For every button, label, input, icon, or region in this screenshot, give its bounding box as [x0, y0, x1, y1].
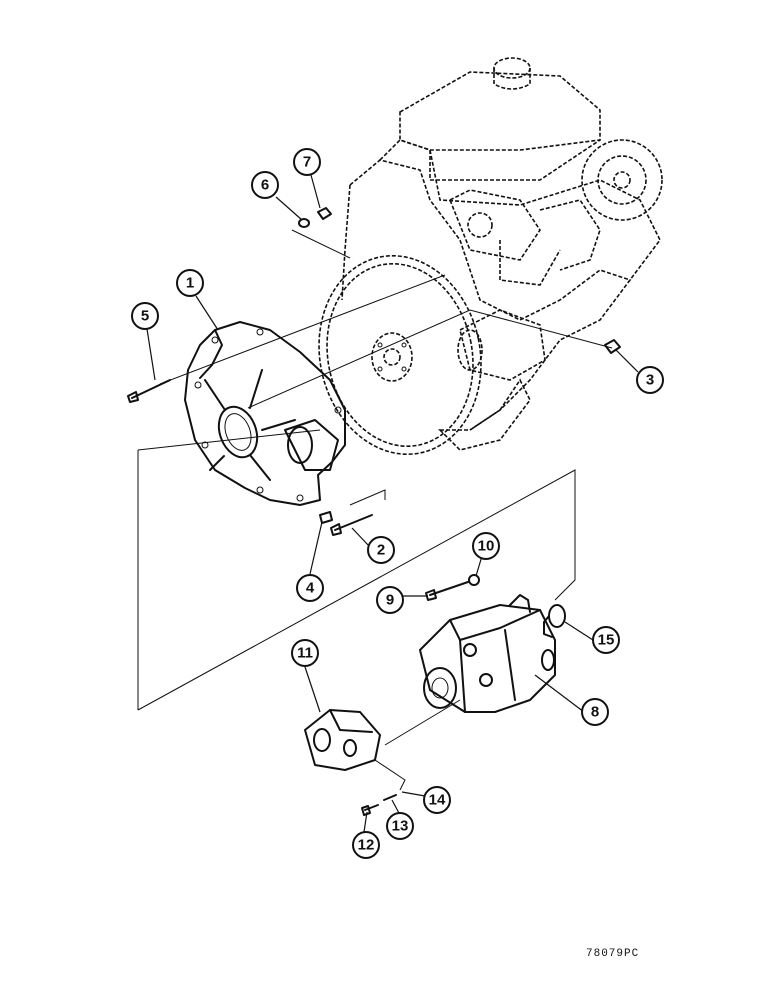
svg-text:6: 6 — [261, 177, 269, 194]
svg-text:1: 1 — [186, 275, 194, 292]
callout-13: 13 — [386, 812, 414, 840]
svg-text:13: 13 — [392, 818, 409, 835]
callout-15: 15 — [592, 626, 620, 654]
hydraulic-pump — [419, 594, 566, 713]
callout-10: 10 — [472, 532, 500, 560]
svg-text:15: 15 — [598, 632, 615, 649]
engine-phantom-outline — [318, 57, 663, 456]
flywheel-housing — [184, 321, 346, 506]
svg-text:7: 7 — [303, 154, 311, 171]
callout-6: 6 — [251, 171, 279, 199]
callout-11: 11 — [291, 639, 319, 667]
callout-8: 8 — [581, 698, 609, 726]
svg-text:10: 10 — [478, 538, 495, 555]
callout-1: 1 — [176, 269, 204, 297]
svg-text:9: 9 — [386, 592, 394, 609]
drawing-reference-code: 78079PC — [586, 948, 640, 960]
callout-4: 4 — [296, 574, 324, 602]
svg-text:12: 12 — [358, 837, 375, 854]
callout-3: 3 — [636, 366, 664, 394]
assembly-lines — [137, 229, 613, 791]
callout-5: 5 — [131, 302, 159, 330]
callout-14: 14 — [423, 786, 451, 814]
svg-text:3: 3 — [646, 372, 654, 389]
leader-lines — [146, 174, 639, 833]
fasteners — [127, 207, 621, 816]
callout-12: 12 — [352, 831, 380, 859]
callout-2: 2 — [367, 536, 395, 564]
callout-9: 9 — [376, 586, 404, 614]
svg-text:8: 8 — [591, 704, 599, 721]
callout-7: 7 — [293, 148, 321, 176]
svg-text:5: 5 — [141, 308, 149, 325]
svg-text:11: 11 — [297, 645, 313, 662]
svg-text:2: 2 — [377, 542, 385, 559]
svg-text:14: 14 — [429, 792, 446, 809]
svg-text:4: 4 — [306, 580, 315, 597]
auxiliary-pump — [304, 709, 381, 771]
